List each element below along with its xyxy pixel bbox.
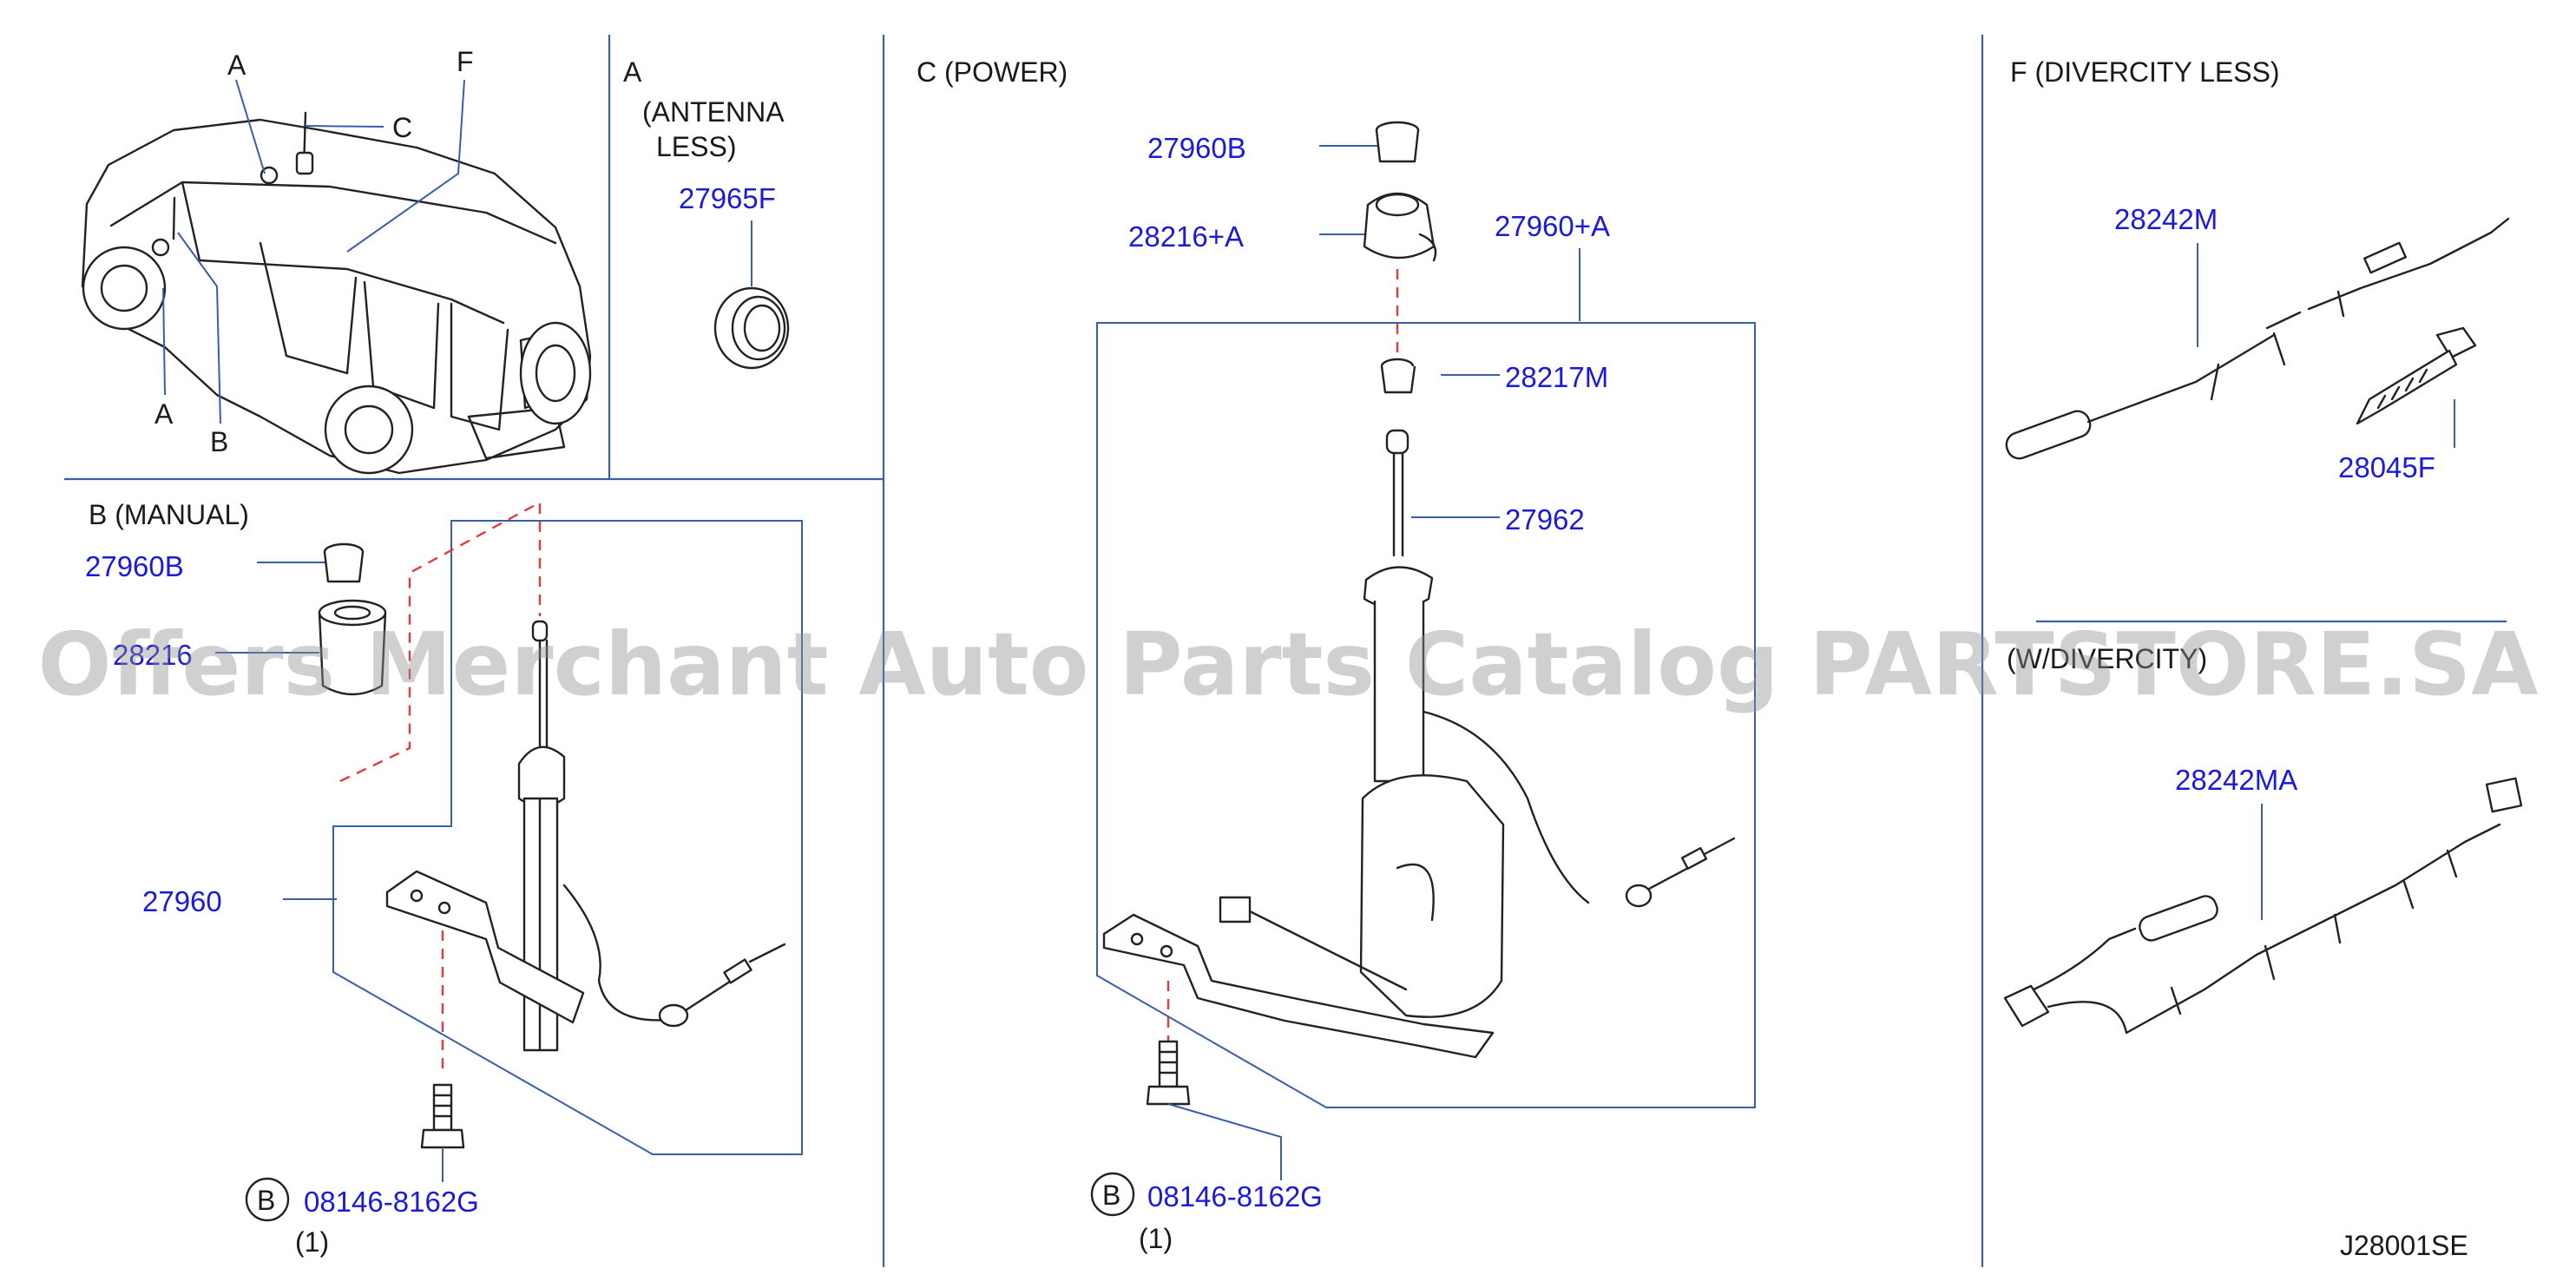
part-b-bolt[interactable]: 08146-8162G <box>304 1186 479 1218</box>
part-w-28242MA[interactable]: 28242MA <box>2175 764 2297 796</box>
svg-text:B: B <box>257 1185 275 1216</box>
callout-f: F <box>457 46 474 77</box>
part-b-bolt-qty: (1) <box>295 1226 329 1258</box>
bracket-power <box>1102 896 1495 1059</box>
section-b-manual: B (MANUAL) 27960B 28216 27960 <box>85 499 803 1258</box>
cap-27960B-power <box>1375 121 1420 163</box>
section-a-antenna-less: A (ANTENNA LESS) 27965F <box>623 56 790 370</box>
part-c-28216A[interactable]: 28216+A <box>1128 220 1244 253</box>
part-c-28217M[interactable]: 28217M <box>1505 361 1608 393</box>
bolt-badge-power: B <box>1090 1172 1135 1217</box>
cap-27960B-manual <box>323 542 365 583</box>
svg-text:B: B <box>1102 1180 1120 1211</box>
part-c-bolt[interactable]: 08146-8162G <box>1147 1180 1323 1212</box>
power-antenna-motor <box>1359 429 1736 1018</box>
part-f-28045F[interactable]: 28045F <box>2338 451 2435 483</box>
callout-a-bottom: A <box>154 398 174 430</box>
section-c-power: C (POWER) 27960B 28216+A 27960+A 28217M … <box>917 56 1756 1254</box>
collar-28217M <box>1380 358 1416 394</box>
bolt-power <box>1146 1040 1191 1106</box>
section-f-divercity-less: F (DIVERCITY LESS) 28242M 28045F <box>2005 56 2510 483</box>
section-w-title: (W/DIVERCITY) <box>2007 643 2207 674</box>
vehicle-illustration <box>81 111 592 475</box>
feeder-cable-28242MA <box>2003 777 2523 1035</box>
part-f-28242M[interactable]: 28242M <box>2114 203 2218 235</box>
section-a-title: A <box>623 56 642 88</box>
grommet-27965F <box>713 286 790 370</box>
watermark-text: Offers Merchant Auto Parts Catalog PARTS… <box>37 614 2538 715</box>
part-c-27962[interactable]: 27962 <box>1505 503 1585 536</box>
part-b-27960[interactable]: 27960 <box>142 885 222 917</box>
section-dividers <box>64 35 2507 1267</box>
part-c-27960A[interactable]: 27960+A <box>1495 210 1610 242</box>
part-c-bolt-qty: (1) <box>1139 1223 1173 1254</box>
section-b-title: B (MANUAL) <box>89 499 249 530</box>
bolt-manual <box>420 1083 465 1149</box>
section-a-subtitle-2: LESS) <box>656 131 736 162</box>
nut-28216-manual <box>318 599 387 696</box>
part-c-27960B[interactable]: 27960B <box>1147 132 1246 164</box>
part-b-28216[interactable]: 28216 <box>113 639 193 671</box>
section-a-subtitle-1: (ANTENNA <box>642 96 785 128</box>
cable-manual <box>562 884 786 1028</box>
part-27965F[interactable]: 27965F <box>679 182 776 214</box>
section-c-title: C (POWER) <box>917 56 1068 88</box>
callout-c: C <box>392 112 412 143</box>
vehicle-callouts: A C F A B <box>154 46 474 457</box>
part-b-27960B[interactable]: 27960B <box>85 550 184 582</box>
bracket-manual <box>385 870 585 1024</box>
callout-a-top: A <box>227 49 246 81</box>
feeder-cable-28242M <box>2005 217 2510 460</box>
nut-28216A-power <box>1363 192 1437 262</box>
section-w-divercity: (W/DIVERCITY) 28242MA <box>2003 643 2523 1035</box>
clip-28045F <box>2356 326 2477 425</box>
diagram-code: J28001SE <box>2340 1230 2468 1261</box>
section-f-title: F (DIVERCITY LESS) <box>2010 56 2280 88</box>
bolt-badge-manual: B <box>245 1177 290 1222</box>
callout-b: B <box>210 426 228 457</box>
